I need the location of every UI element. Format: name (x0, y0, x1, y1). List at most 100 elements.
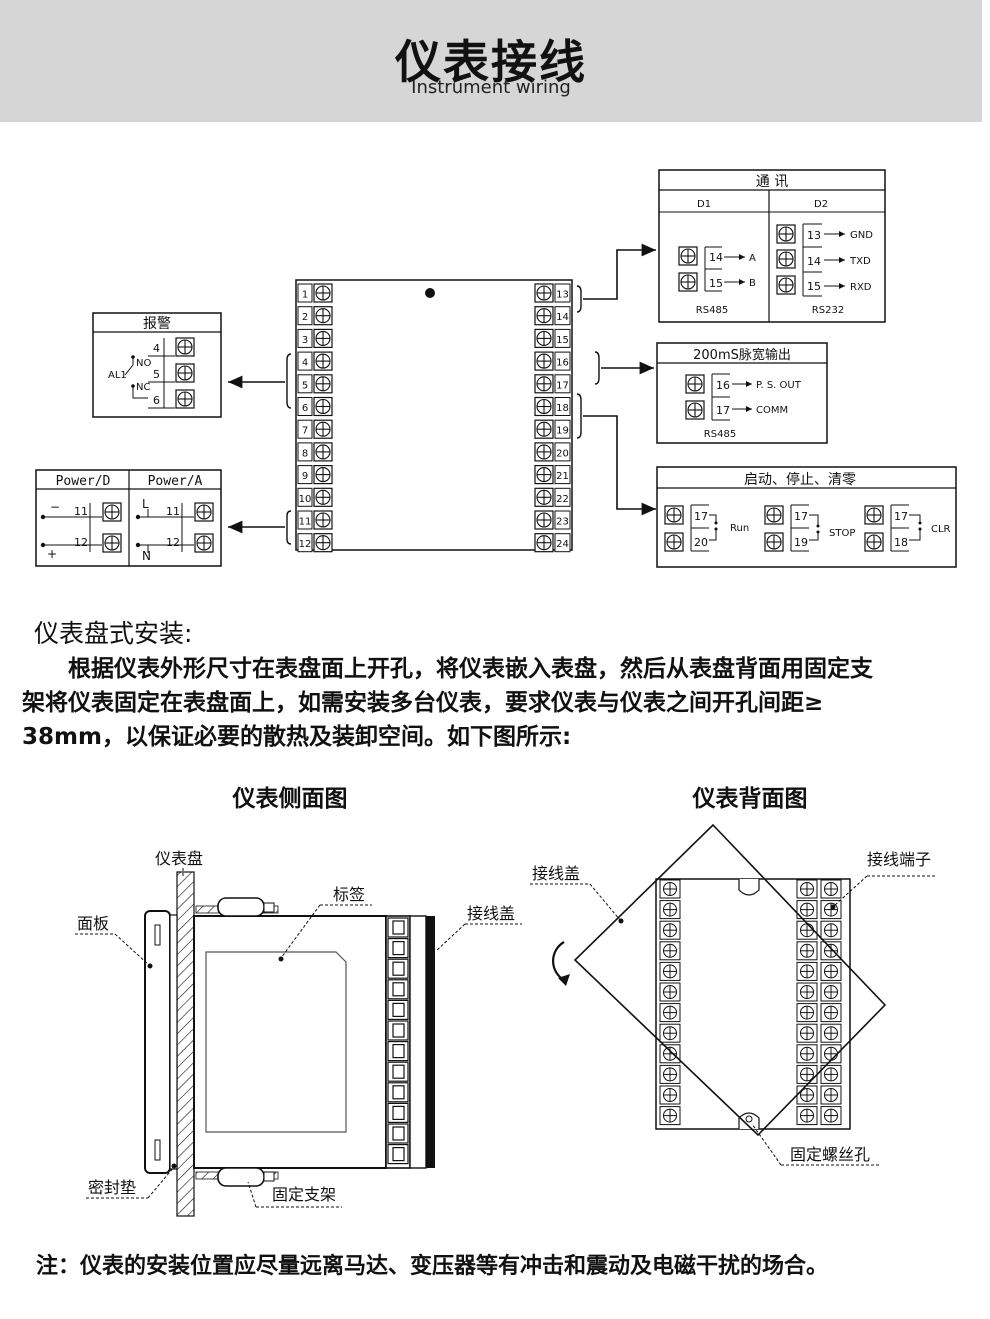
terminal-screw (534, 465, 554, 485)
pulse-t16: 16 (716, 379, 730, 392)
panel-board (176, 871, 195, 1217)
back-terminal-screw (796, 879, 818, 899)
label-plate (205, 951, 347, 1133)
comm-txd: TXD (849, 256, 871, 267)
terminal-screw (534, 283, 554, 303)
pulse-ps-out: P. S. OUT (756, 380, 802, 391)
side-terminal (387, 917, 409, 938)
terminal-number-right: 13 (556, 290, 569, 301)
power-d-t12: 12 (74, 536, 88, 549)
terminal-number-right: 14 (556, 312, 569, 323)
comm-d1-t15: 15 (709, 277, 723, 290)
side-cover (426, 916, 435, 1168)
back-terminal-screw (659, 1106, 681, 1126)
side-terminal (387, 1020, 409, 1041)
back-terminal-screw (796, 1085, 818, 1105)
back-terminal-screw (796, 920, 818, 940)
terminal-screw (313, 328, 333, 348)
terminal-screw (534, 442, 554, 462)
rotate-arrow (551, 941, 565, 981)
bottom-bracket (217, 1167, 265, 1187)
page-title: 仪表接线 (395, 35, 587, 89)
back-body (655, 878, 851, 1130)
comm-brace (576, 285, 582, 313)
side-view-title: 仪表侧面图 (232, 785, 348, 812)
alarm-relay-label: AL1 (108, 370, 127, 381)
seal-gasket (169, 914, 178, 1170)
terminal-number-right: 15 (556, 335, 569, 346)
side-cover-label: 接线盖 (467, 904, 515, 923)
terminal-screw (534, 374, 554, 394)
top-bracket (217, 897, 265, 917)
comm-a: A (749, 253, 756, 264)
terminal-screw (313, 419, 333, 439)
terminal-number-left: 8 (302, 448, 308, 459)
back-terminal-screw (659, 1044, 681, 1064)
power-n: N (142, 549, 151, 563)
terminal-screw (313, 306, 333, 326)
comm-d2: D2 (814, 199, 828, 210)
comm-b: B (749, 278, 756, 289)
alarm-brace (286, 353, 292, 409)
alarm-no: NO (136, 358, 151, 369)
control-stop-label: STOP (829, 528, 855, 539)
terminal-number-right: 18 (556, 403, 569, 414)
comm-d2-t13: 13 (807, 229, 821, 242)
back-terminal-screw (659, 1003, 681, 1023)
terminal-screw (313, 465, 333, 485)
pulse-box: 200mS脉宽输出 16 17 P. S. OUT COMM RS485 (656, 342, 828, 444)
side-terminal (387, 1040, 409, 1062)
terminal-number-right: 17 (556, 380, 569, 391)
comm-rs485: RS485 (696, 305, 728, 316)
power-l: L (142, 497, 149, 511)
side-view: 仪表侧面图 仪表盘 面板 标签 接线盖 密封垫 固定 (75, 785, 522, 1217)
terminal-screw (534, 351, 554, 371)
back-terminal-screw (659, 982, 681, 1002)
back-terminal-screw (659, 879, 681, 899)
pulse-title: 200mS脉宽输出 (693, 347, 791, 363)
back-terminal-screw (820, 1003, 842, 1023)
terminal-number-right: 21 (556, 471, 569, 482)
terminal-number-right: 16 (556, 358, 569, 369)
instrument-body (193, 915, 387, 1169)
terminal-stack (385, 915, 411, 1169)
back-terminal-screw (659, 1064, 681, 1084)
power-box: Power/D Power/A − + 11 12 L N 11 12 (35, 469, 222, 567)
pulse-t17: 17 (716, 404, 730, 417)
terminal-screw (313, 510, 333, 530)
terminal-screw (313, 533, 333, 553)
side-terminal (387, 999, 409, 1021)
power-a-t12: 12 (166, 536, 180, 549)
back-cover-outline (573, 823, 887, 1137)
side-terminal (387, 1102, 409, 1124)
power-d-t11: 11 (74, 505, 88, 518)
alarm-t4: 4 (153, 342, 160, 355)
back-terminal-screw (820, 1023, 842, 1043)
terminal-screw (534, 306, 554, 326)
control-clr-label: CLR (931, 524, 951, 535)
back-terminal-screw (820, 1044, 842, 1064)
control-stop-t17: 17 (794, 510, 808, 523)
terminal-screw (534, 328, 554, 348)
panel-label: 仪表盘 (155, 849, 203, 868)
comm-d2-t14: 14 (807, 255, 821, 268)
terminal-screw (534, 419, 554, 439)
terminal-number-left: 1 (302, 290, 308, 301)
back-terminal-screw (820, 1064, 842, 1084)
terminal-number-left: 9 (302, 471, 308, 482)
back-terminal-screw (820, 961, 842, 981)
side-terminal (387, 979, 409, 1000)
control-title: 启动、停止、清零 (744, 471, 856, 488)
terminal-number-left: 3 (302, 335, 308, 346)
terminal-screw (313, 487, 333, 507)
install-title: 仪表盘式安装: (34, 619, 193, 648)
terminal-screw (534, 533, 554, 553)
seal-label: 密封垫 (88, 1178, 136, 1197)
comm-rs232: RS232 (812, 305, 844, 316)
terminal-block-body (295, 279, 573, 551)
alarm-box: 报警 4 5 6 NO NC AL1 (92, 312, 222, 418)
back-terminal-screw (796, 1064, 818, 1084)
terminal-screw (313, 396, 333, 417)
comm-title: 通 讯 (756, 174, 788, 190)
